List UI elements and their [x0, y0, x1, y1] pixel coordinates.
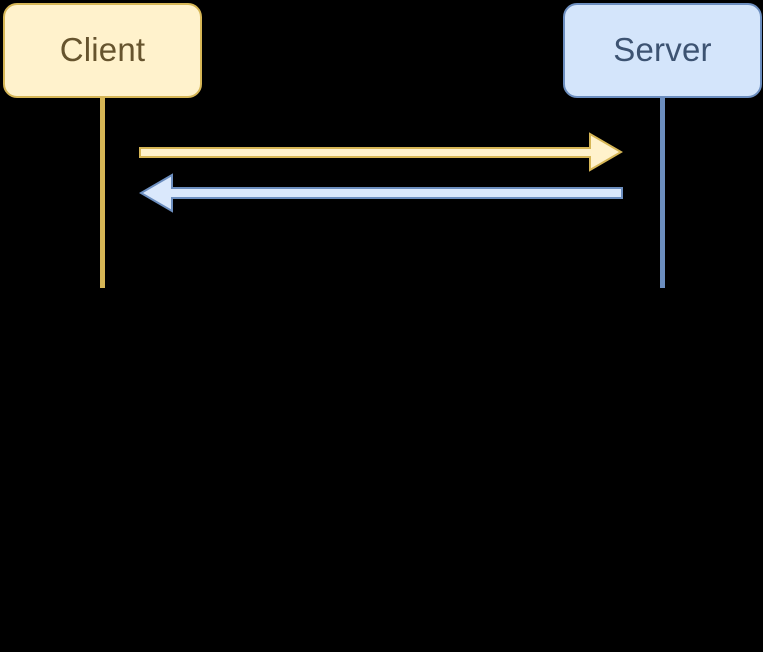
participant-client-label: Client: [59, 31, 146, 69]
participant-server[interactable]: Server: [563, 3, 762, 98]
lifeline-server[interactable]: [660, 98, 665, 288]
message-request-client-to-server[interactable]: [130, 126, 630, 178]
message-response-arrow-shape: [139, 173, 623, 213]
participant-server-label: Server: [613, 31, 712, 69]
message-request-arrow-shape: [139, 132, 623, 172]
lifeline-client[interactable]: [100, 98, 105, 288]
participant-client[interactable]: Client: [3, 3, 202, 98]
message-response-server-to-client[interactable]: [130, 166, 630, 218]
